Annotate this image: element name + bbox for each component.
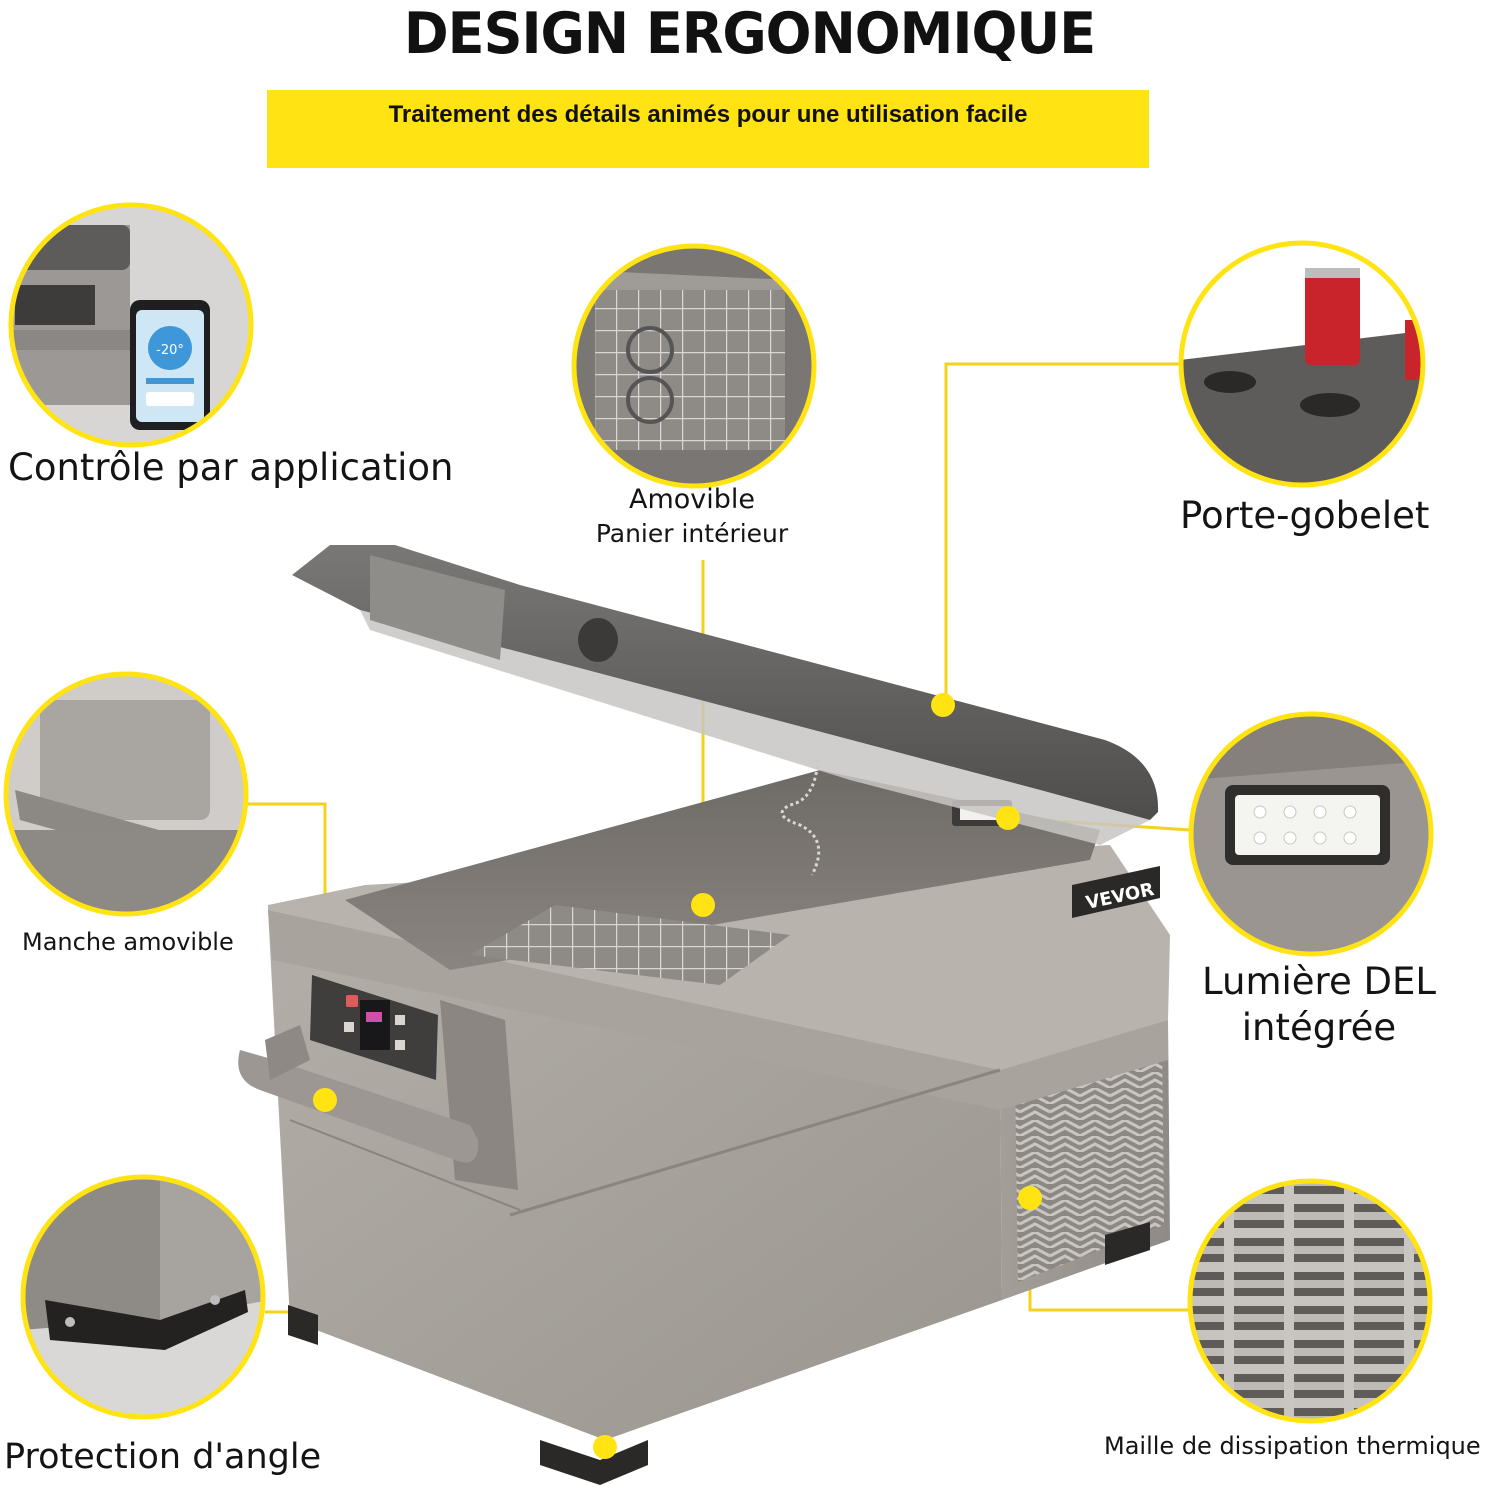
lid xyxy=(292,545,1159,845)
mesh-detail xyxy=(1187,1178,1433,1424)
label-led-line2: intégrée xyxy=(1241,1006,1397,1049)
control-panel xyxy=(310,975,438,1080)
app-control-detail: -20° xyxy=(8,202,254,448)
dot-handle xyxy=(313,1088,337,1112)
banner-background xyxy=(267,90,1149,168)
callout-dots xyxy=(313,693,1042,1459)
dot-mesh xyxy=(1018,1186,1042,1210)
label-basket-line1: Amovible xyxy=(628,484,756,515)
side-handle xyxy=(238,1000,518,1190)
label-corner: Protection d'angle xyxy=(4,1437,322,1477)
cooler-body: VEVOR xyxy=(238,545,1170,1485)
label-app-control: Contrôle par application xyxy=(8,446,454,489)
basket-detail xyxy=(571,243,817,489)
dot-cup-holder xyxy=(931,693,955,717)
svg-text:-20°: -20° xyxy=(156,343,184,358)
vent-grille xyxy=(1015,1035,1164,1282)
led-detail xyxy=(1188,711,1434,957)
can-icon xyxy=(1305,270,1360,365)
basket xyxy=(470,905,790,985)
subtitle-banner: Traitement des détails animés pour une u… xyxy=(267,90,1149,168)
label-basket-line2: Panier intérieur xyxy=(595,519,789,548)
dot-corner xyxy=(593,1435,617,1459)
cup-holder-detail xyxy=(1178,240,1426,488)
dot-basket xyxy=(691,893,715,917)
corner-guard xyxy=(540,1440,648,1485)
label-mesh: Maille de dissipation thermique xyxy=(1104,1432,1481,1460)
dot-led xyxy=(996,806,1020,830)
label-led-line1: Lumière DEL xyxy=(1202,960,1436,1003)
page-title: DESIGN ERGONOMIQUE xyxy=(403,0,1096,67)
label-handle: Manche amovible xyxy=(22,928,234,956)
label-cup-holder: Porte-gobelet xyxy=(1180,494,1430,537)
banner-subtitle: Traitement des détails animés pour une u… xyxy=(388,101,1028,128)
handle-detail xyxy=(3,671,249,917)
corner-detail xyxy=(20,1174,266,1420)
